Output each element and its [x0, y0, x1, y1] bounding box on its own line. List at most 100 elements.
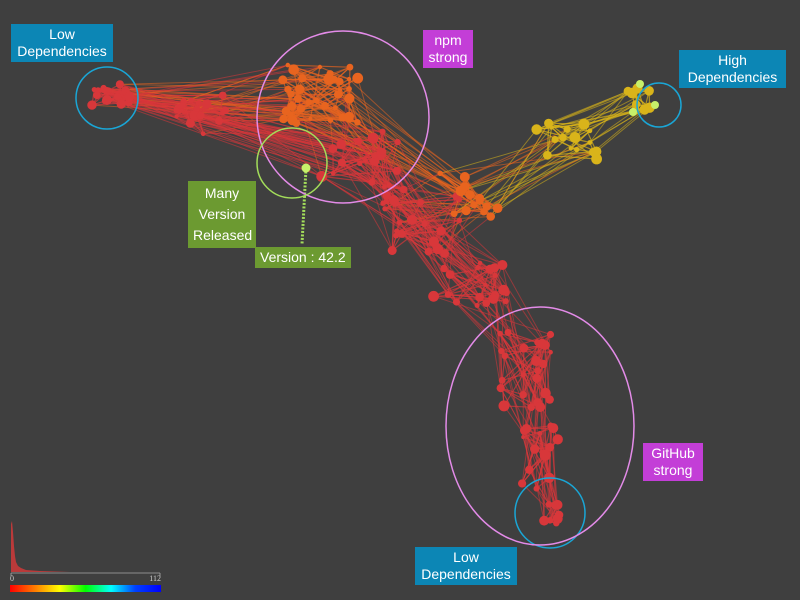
network-node[interactable] — [285, 62, 291, 68]
network-node[interactable] — [578, 118, 590, 130]
network-node[interactable] — [174, 114, 179, 119]
network-node[interactable] — [344, 111, 354, 122]
network-node[interactable] — [589, 147, 598, 157]
network-node[interactable] — [587, 128, 593, 134]
network-node[interactable] — [552, 434, 563, 445]
network-node[interactable] — [534, 367, 542, 375]
network-node[interactable] — [474, 303, 480, 308]
network-node[interactable] — [644, 86, 654, 96]
network-node[interactable] — [483, 282, 488, 287]
network-node[interactable] — [497, 260, 508, 270]
network-node[interactable] — [308, 116, 313, 121]
network-node[interactable] — [344, 93, 355, 104]
network-node[interactable] — [543, 150, 552, 160]
network-node[interactable] — [363, 158, 368, 163]
network-node[interactable] — [519, 391, 527, 399]
network-node[interactable] — [399, 185, 408, 194]
network-node[interactable] — [461, 206, 471, 216]
network-node[interactable] — [459, 172, 470, 182]
network-node[interactable] — [185, 118, 195, 128]
network-node[interactable] — [295, 84, 305, 95]
network-node[interactable] — [102, 95, 112, 105]
network-node[interactable] — [489, 263, 500, 273]
network-node[interactable] — [106, 87, 112, 93]
network-node[interactable] — [591, 153, 602, 165]
network-node[interactable] — [525, 465, 534, 474]
network-node[interactable] — [498, 284, 509, 296]
network-node[interactable] — [477, 260, 483, 266]
network-node[interactable] — [498, 376, 506, 384]
network-node[interactable] — [346, 86, 352, 92]
network-node[interactable] — [281, 106, 291, 116]
network-node[interactable] — [352, 72, 364, 84]
network-node[interactable] — [317, 64, 323, 70]
network-node[interactable] — [417, 199, 425, 206]
network-node[interactable] — [354, 119, 361, 126]
network-node[interactable] — [292, 119, 301, 127]
network-node[interactable] — [428, 290, 439, 302]
network-node[interactable] — [587, 140, 593, 145]
network-node[interactable] — [551, 135, 559, 144]
network-node[interactable] — [396, 219, 403, 226]
network-node[interactable] — [336, 77, 344, 86]
network-node[interactable] — [382, 206, 388, 212]
network-node[interactable] — [313, 97, 320, 104]
network-node[interactable] — [518, 479, 527, 488]
network-node[interactable] — [574, 146, 580, 153]
network-node[interactable] — [456, 196, 463, 203]
network-node[interactable] — [629, 108, 637, 116]
network-node[interactable] — [353, 138, 358, 142]
network-node[interactable] — [537, 338, 547, 349]
network-node[interactable] — [87, 100, 97, 110]
network-node[interactable] — [527, 403, 536, 412]
network-node[interactable] — [287, 101, 297, 111]
network-node[interactable] — [321, 101, 329, 110]
network-node[interactable] — [504, 328, 512, 336]
network-node[interactable] — [379, 128, 386, 135]
network-node[interactable] — [501, 352, 509, 360]
network-node[interactable] — [482, 299, 491, 307]
network-node[interactable] — [346, 76, 352, 82]
network-node[interactable] — [298, 74, 307, 83]
network-node[interactable] — [221, 106, 230, 115]
network-node[interactable] — [424, 247, 433, 256]
network-node[interactable] — [388, 194, 399, 205]
network-node[interactable] — [173, 107, 180, 114]
network-node[interactable] — [498, 400, 510, 412]
network-node[interactable] — [456, 217, 463, 223]
network-node[interactable] — [316, 170, 328, 182]
network-node[interactable] — [193, 105, 201, 112]
network-node[interactable] — [539, 449, 551, 461]
network-node[interactable] — [346, 63, 354, 71]
network-node[interactable] — [386, 182, 392, 188]
network-node[interactable] — [336, 139, 346, 149]
network-node[interactable] — [392, 166, 401, 175]
network-node[interactable] — [492, 272, 498, 278]
network-node[interactable] — [115, 80, 124, 89]
network-node[interactable] — [497, 330, 503, 337]
network-node[interactable] — [530, 444, 540, 454]
network-node[interactable] — [328, 144, 338, 154]
network-node[interactable] — [531, 355, 542, 367]
network-node[interactable] — [195, 100, 203, 107]
network-node[interactable] — [406, 215, 417, 225]
network-node[interactable] — [327, 117, 334, 124]
network-node[interactable] — [305, 99, 312, 106]
network-node[interactable] — [445, 270, 455, 279]
network-node[interactable] — [544, 118, 554, 128]
network-node[interactable] — [569, 132, 581, 143]
network-node[interactable] — [545, 442, 555, 452]
network-node[interactable] — [279, 114, 288, 124]
network-node[interactable] — [568, 146, 573, 151]
network-node[interactable] — [124, 91, 135, 102]
network-node[interactable] — [330, 75, 338, 83]
network-node[interactable] — [200, 131, 206, 137]
network-node[interactable] — [545, 501, 553, 508]
network-node[interactable] — [337, 158, 346, 167]
network-node[interactable] — [519, 343, 529, 353]
network-node[interactable] — [296, 104, 305, 113]
network-node[interactable] — [93, 91, 101, 100]
network-node[interactable] — [539, 515, 549, 526]
network-node[interactable] — [397, 229, 406, 238]
network-node[interactable] — [371, 152, 378, 159]
